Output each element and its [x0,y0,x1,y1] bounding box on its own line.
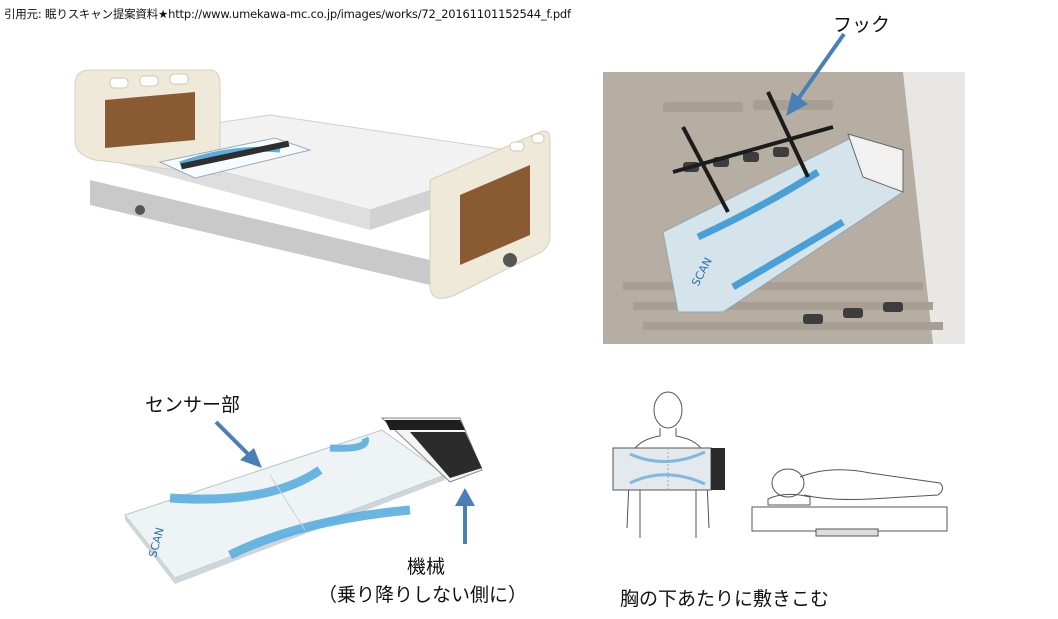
photo-machine-unit [847,133,904,193]
label-machine-note: （乗り降りしない側に） [318,584,528,606]
headboard-wood-panel [105,92,195,148]
bed-photo: SCAN [603,72,965,344]
body-side-diagram [751,468,948,537]
label-sensor: センサー部 [145,394,241,416]
label-hook: フック [833,14,891,36]
hook-straps [672,91,834,213]
body-front-diagram [612,391,725,538]
machine-arrow [455,488,475,544]
bed-base-rail [90,180,430,285]
sensor-mat-product: SCAN [124,417,483,584]
sensor-arrow [214,420,262,468]
bed-illustration [74,69,551,299]
label-machine: 機械 [407,556,446,578]
hook-arrow [786,32,846,116]
side-sensor-mat [815,528,879,537]
source-citation: 引用元: 眠りスキャン提案資料★http://www.umekawa-mc.co… [4,7,571,21]
footboard-wood-panel [460,165,530,265]
chest-mat-machine [711,448,725,490]
side-mattress [751,506,948,532]
label-placement: 胸の下あたりに敷きこむ [620,588,830,610]
mat-body [124,429,447,579]
